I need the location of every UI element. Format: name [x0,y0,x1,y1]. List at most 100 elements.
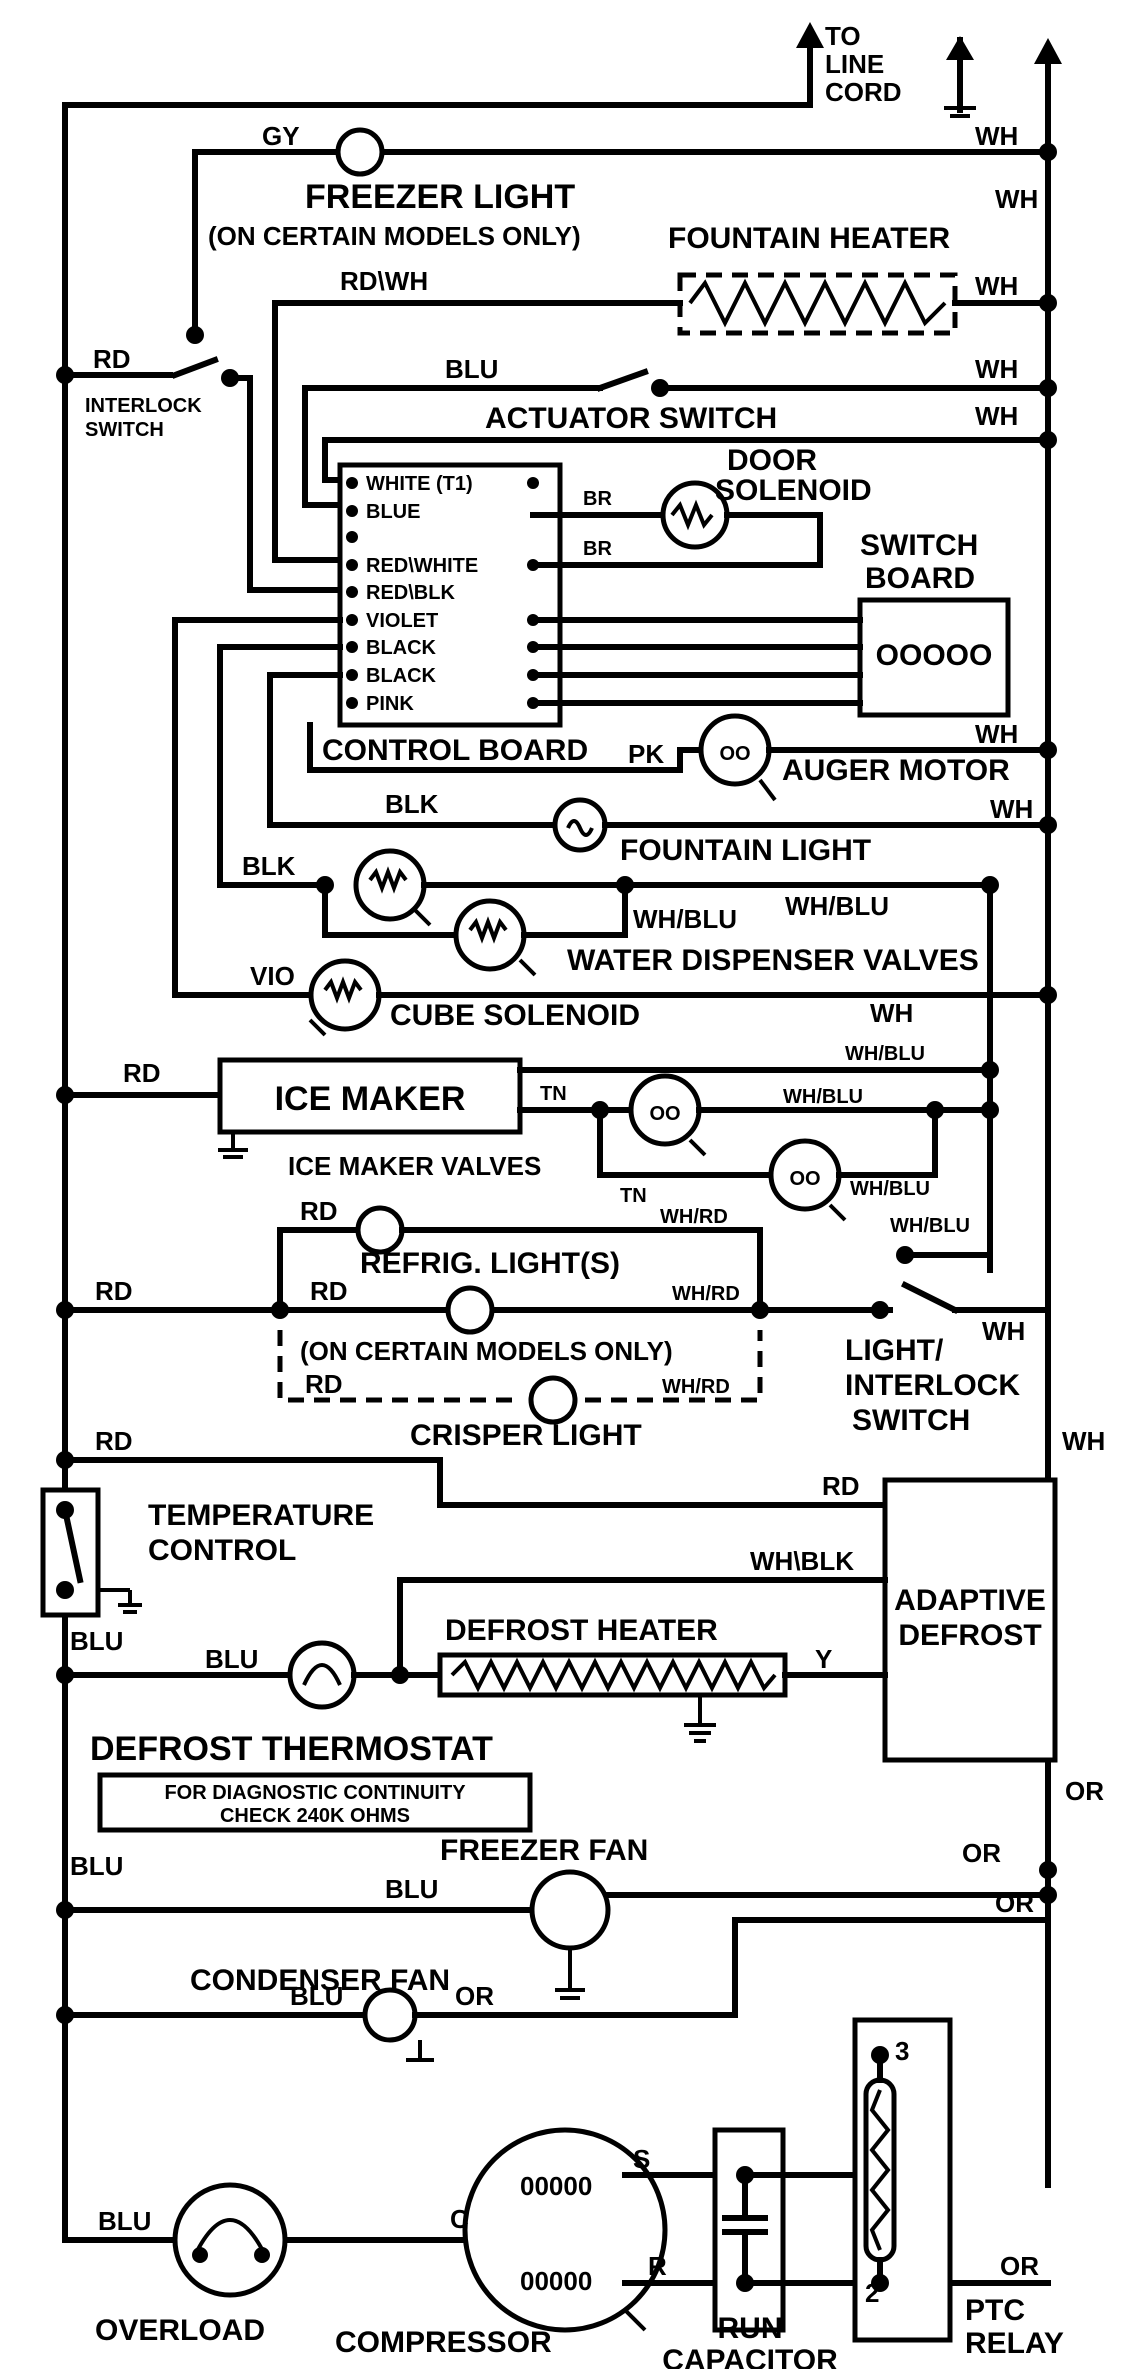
rd-label-7: RD [95,1426,133,1456]
fountain-heater-box [677,272,958,336]
vio-label: VIO [250,961,295,991]
freezer-fan-symbol [529,1869,611,1951]
defrost-heater-element [450,1657,777,1693]
or-label-3: OR [995,1888,1034,1918]
diagnostic-note-label: FOR DIAGNOSTIC CONTINUITY CHECK 240K OHM… [164,1782,466,1827]
wh-rd-label-3: WH/RD [662,1376,730,1398]
switch-board-contacts: OOOOO [876,639,993,672]
svg-text:CORD: CORD [825,77,902,107]
wh-rd-label-1: WH/RD [660,1206,728,1228]
svg-text:SOLENOID: SOLENOID [715,474,872,507]
svg-text:TO: TO [825,21,861,51]
wh-blu-label-5: WH/BLU [850,1178,930,1200]
refrig-light-2-bulb [445,1285,495,1335]
svg-text:RUN: RUN [718,2312,783,2345]
svg-text:LIGHT/: LIGHT/ [845,1334,944,1367]
compressor-coil-2: 00000 [520,2266,592,2296]
door-solenoid-label: DOOR SOLENOID [715,444,872,507]
compressor-label: COMPRESSOR [335,2326,552,2359]
switch-board-label: SWITCH BOARD [860,529,978,595]
defrost-heater-label: DEFROST HEATER [445,1614,718,1647]
br-label-1: BR [583,488,612,510]
water-valve-2-symbol [453,898,527,972]
pk-label: PK [628,739,664,769]
br-label-2: BR [583,538,612,560]
freezer-light-bulb [335,127,385,177]
blu-label-1: BLU [445,354,498,384]
ground-arrow [946,36,974,60]
or-label-5: OR [1000,2251,1039,2281]
condenser-fan-symbol [362,1987,418,2043]
switch-board-box [857,597,1011,718]
blu-label-6: BLU [290,1981,343,2011]
defrost-thermostat-label: DEFROST THERMOSTAT [90,1730,493,1768]
blu-label-3: BLU [205,1644,258,1674]
svg-text:INTERLOCK: INTERLOCK [85,395,202,417]
ice-maker-valves-label: ICE MAKER VALVES [288,1151,541,1181]
light-interlock-switch-label: LIGHT/ INTERLOCK SWITCH [845,1334,1020,1437]
auger-motor-label: AUGER MOTOR [782,754,1010,787]
svg-text:LINE: LINE [825,49,884,79]
rd-wh-label: RD\WH [340,266,428,296]
wh-label-4: WH [975,354,1018,384]
svg-text:FOR DIAGNOSTIC CONTINUITY: FOR DIAGNOSTIC CONTINUITY [164,1782,466,1804]
or-label-4: OR [455,1981,494,2011]
wh-label-10: WH [1062,1426,1105,1456]
wh-label-5: WH [975,401,1018,431]
rd-label-6: RD [305,1369,343,1399]
or-label-1: OR [1065,1776,1104,1806]
control-board-box [337,462,563,728]
compressor-coil-1: 00000 [520,2171,592,2201]
s-label: S [633,2144,650,2174]
control-board-label: CONTROL BOARD [322,734,588,767]
condenser-fan-label: CONDENSER FAN [190,1964,450,1997]
crisper-light-bulb [528,1375,578,1425]
freezer-light-label: FREEZER LIGHT [305,178,575,216]
ice-maker-box [217,1057,523,1135]
wh-blu-label-2: WH/BLU [785,891,889,921]
svg-text:CONTROL: CONTROL [148,1534,296,1567]
c-label: C [450,2204,469,2234]
pin-label-blue: BLUE [366,501,420,523]
interlock-switch-label: INTERLOCK SWITCH [85,395,202,441]
water-dispenser-valves-label: WATER DISPENSER VALVES [567,944,979,977]
wh-label-3: WH [975,271,1018,301]
svg-text:PTC: PTC [965,2294,1025,2327]
pin-label-violet: VIOLET [366,610,438,632]
rd-label-4: RD [95,1276,133,1306]
wh-label-9: WH [982,1316,1025,1346]
to-line-cord-label: TO LINE CORD [825,21,902,107]
blu-label-2: BLU [70,1626,123,1656]
freezer-fan-label: FREEZER FAN [440,1834,648,1867]
r-label: R [648,2251,667,2281]
crisper-light-label: CRISPER LIGHT [410,1419,642,1452]
wh-label-6: WH [975,719,1018,749]
blk-label-1: BLK [385,789,439,819]
ice-maker-label: ICE MAKER [275,1080,466,1118]
light-interlock-switch-blade [900,1280,960,1315]
svg-text:DOOR: DOOR [727,444,817,477]
rd-label-5: RD [310,1276,348,1306]
blk-label-2: BLK [242,851,296,881]
tn-label-2: TN [620,1185,647,1207]
fountain-light-label: FOUNTAIN LIGHT [620,834,871,867]
cube-solenoid-symbol [308,958,382,1032]
temperature-control-label: TEMPERATURE CONTROL [148,1499,374,1567]
fountain-heater-label: FOUNTAIN HEATER [668,222,951,255]
svg-text:OO: OO [789,1168,820,1190]
blu-label-5: BLU [385,1874,438,1904]
blu-label-7: BLU [98,2206,151,2236]
overload-symbol [172,2182,288,2298]
pin-label-black-1: BLACK [366,637,437,659]
cube-solenoid-label: CUBE SOLENOID [390,999,640,1032]
ptc-relay-label: PTC RELAY [965,2294,1064,2360]
wh-label-1: WH [975,121,1018,151]
pin-label-black-2: BLACK [366,665,437,687]
wh-blu-label-4: WH/BLU [783,1086,863,1108]
rd-label-8: RD [822,1471,860,1501]
pin-label-red-white: RED\WHITE [366,555,478,577]
ptc-pin-3-label: 3 [895,2036,909,2066]
adaptive-defrost-label: ADAPTIVE DEFROST [894,1584,1046,1652]
on-certain-models-label-1: (ON CERTAIN MODELS ONLY) [208,221,581,251]
